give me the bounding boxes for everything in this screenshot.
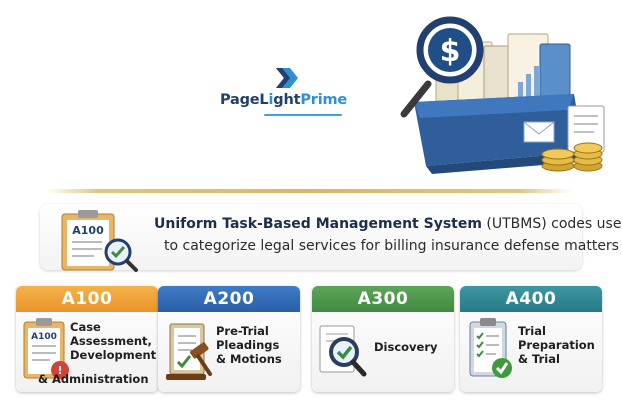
gold-divider [46,189,572,193]
gold-coins-icon [541,142,603,172]
brand-name: PageLightPrime [220,92,348,108]
checklist-check-icon [469,318,512,378]
card-label-line4: & Administration [38,372,149,386]
code-card-a300: A300 Discovery [312,286,454,392]
intro-line-1: Uniform Task-Based Management System (UT… [154,216,622,232]
svg-text:A100: A100 [72,224,104,237]
folder-with-dollar-magnifier-icon: $ [400,16,605,174]
code-card-a100: A100 A100 ! Case Assessment, Development… [16,286,158,392]
card-code: A400 [460,286,602,312]
gavel-document-icon [166,323,212,380]
logo-underline [264,114,342,116]
svg-text:!: ! [57,364,62,377]
card-code: A200 [158,286,300,312]
magnifier-check-icon [319,325,367,377]
card-code: A100 [16,286,158,312]
chevron-logo-icon [276,68,298,88]
clipboard-magnifier-icon: A100 [61,210,138,272]
card-label: Case Assessment, Development [70,320,157,362]
clipboard-alert-icon: A100 ! [23,318,69,379]
svg-text:A100: A100 [31,332,57,342]
card-label: Discovery [374,340,438,354]
svg-text:$: $ [440,34,461,69]
code-card-a400: A400 Trial Preparation & Trial [460,286,602,392]
brand-logo: PageLightPrime [220,66,370,126]
code-card-a200: A200 Pre-Trial Pleadings & Motions [158,286,300,392]
card-code: A300 [312,286,454,312]
card-label: Trial Preparation & Trial [518,324,595,366]
card-label: Pre-Trial Pleadings & Motions [216,324,282,366]
intro-line-2: to categorize legal services for billing… [164,238,619,254]
intro-banner: A100 Uniform Task-Based Management Syste… [40,204,622,272]
